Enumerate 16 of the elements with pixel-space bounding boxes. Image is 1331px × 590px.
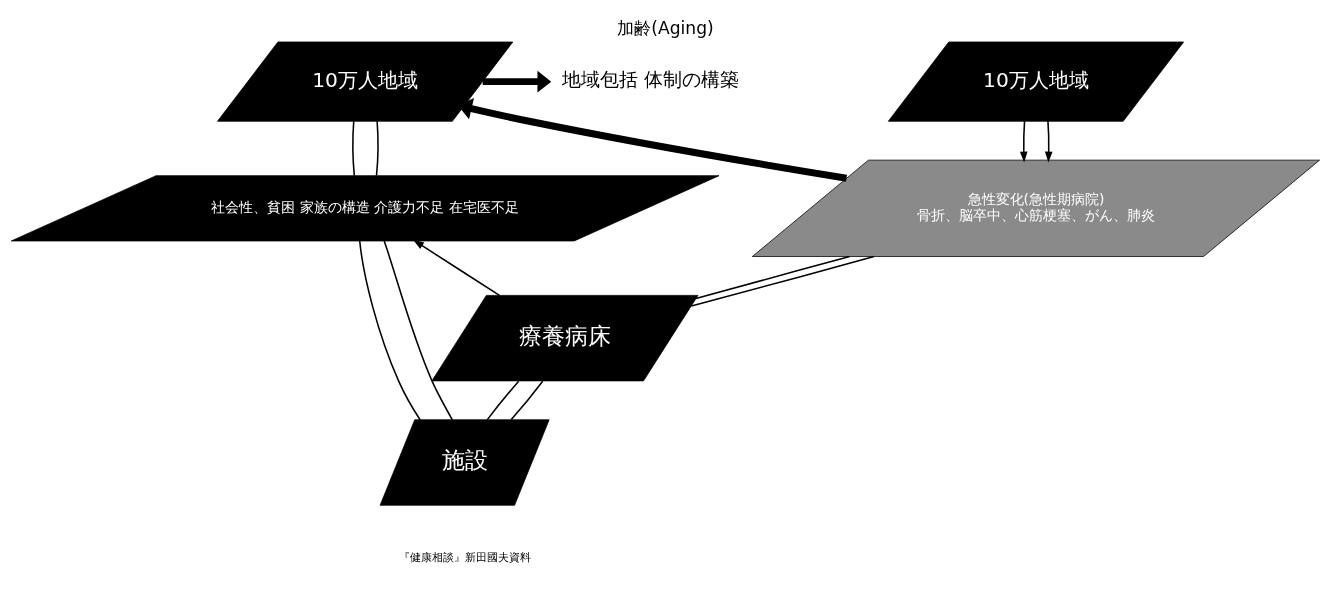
arrow [413, 239, 501, 297]
arrow [458, 98, 848, 182]
connector [486, 380, 520, 421]
connector [383, 240, 453, 421]
arrow [1019, 120, 1028, 163]
connector [510, 380, 544, 421]
diagram-title: 加齢(Aging) [617, 17, 714, 38]
connector [695, 255, 851, 300]
connector [690, 255, 875, 307]
caption: 『健康相談』新田國夫資料 [398, 551, 531, 565]
connector [358, 240, 421, 421]
connector [375, 120, 379, 177]
arrow [482, 70, 552, 93]
connector [352, 120, 356, 177]
arrow [1044, 120, 1053, 163]
node-text: 地域包括 体制の構築 [561, 69, 739, 91]
